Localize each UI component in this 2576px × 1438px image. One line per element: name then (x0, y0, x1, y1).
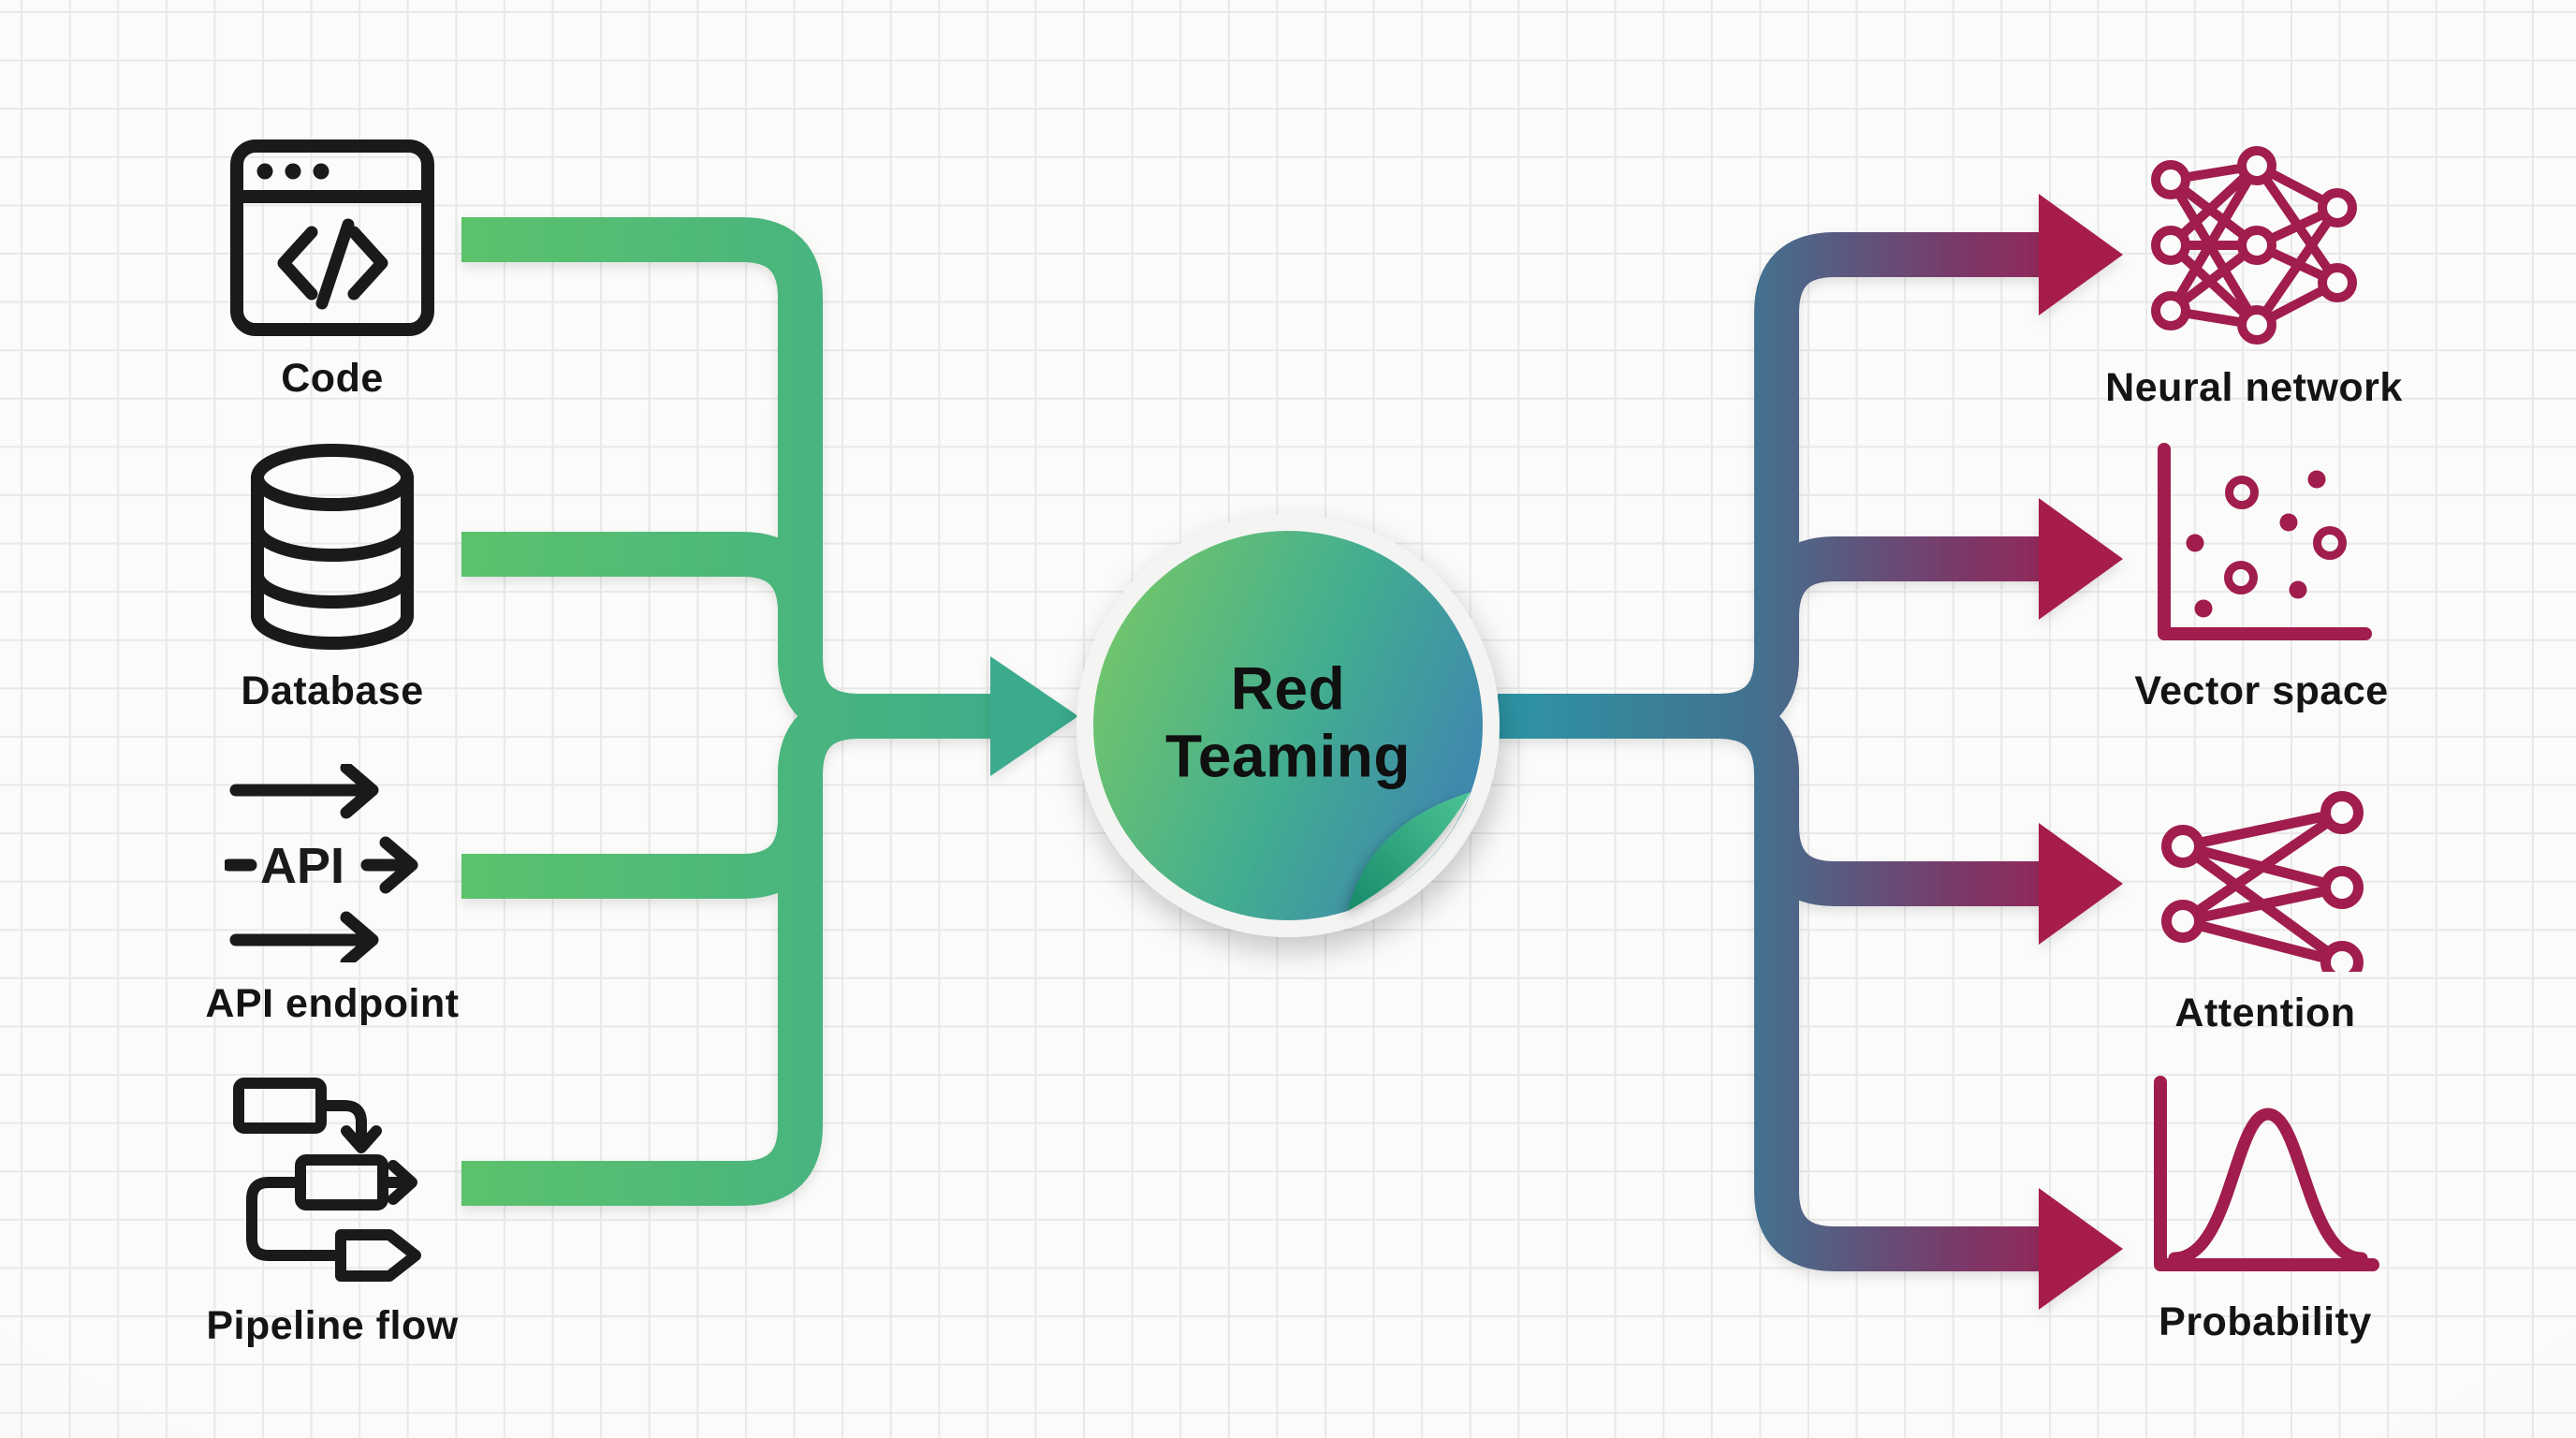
probability-icon (2154, 1076, 2379, 1271)
connector-database (461, 532, 860, 739)
input-label-pipeline: Pipeline flow (206, 1303, 459, 1348)
arrowhead-probability (2039, 1188, 2123, 1310)
database-icon (251, 444, 414, 650)
connector-probability (1498, 694, 2045, 1271)
connector-code (461, 217, 998, 739)
output-node-vector-space: Vector space (2074, 442, 2449, 714)
output-node-attention: Attention (2078, 788, 2452, 1036)
output-connectors (1498, 232, 2045, 1271)
input-node-pipeline: Pipeline flow (145, 1073, 520, 1349)
output-label-vector-space: Vector space (2134, 668, 2389, 713)
center-sticker (1076, 514, 1500, 937)
output-arrowheads (2039, 194, 2123, 1310)
code-window-icon (230, 139, 434, 336)
input-node-api: API API endpoint (145, 764, 520, 1027)
sticker-curl (1348, 792, 1471, 911)
output-label-probability: Probability (2159, 1299, 2372, 1344)
input-label-api: API endpoint (205, 981, 460, 1026)
connector-pipeline (461, 694, 860, 1206)
output-label-neural-network: Neural network (2105, 365, 2403, 410)
arrowhead-attention (2039, 823, 2123, 945)
input-label-database: Database (241, 668, 424, 713)
arrowhead-vector-space (2039, 498, 2123, 620)
neural-network-icon (2151, 146, 2357, 345)
center-title-line2: Teaming (1165, 722, 1411, 789)
input-arrowhead (990, 656, 1078, 776)
sticker-face (1093, 531, 1483, 920)
attention-icon (2161, 791, 2364, 972)
output-node-probability: Probability (2078, 1075, 2452, 1345)
center-title: Red Teaming (1073, 655, 1503, 789)
pipeline-flow-icon (232, 1078, 421, 1282)
arrowhead-neural-network (2039, 194, 2123, 315)
api-icon-text: API (260, 838, 344, 894)
input-label-code: Code (281, 356, 384, 401)
api-arrows-icon: API (225, 764, 418, 962)
connector-vector-space (1498, 536, 2045, 739)
input-node-database: Database (145, 438, 520, 714)
output-node-neural-network: Neural network (2067, 140, 2441, 411)
output-label-attention: Attention (2174, 990, 2356, 1035)
center-title-line1: Red (1230, 654, 1346, 723)
vector-space-icon (2157, 443, 2372, 640)
input-connectors (461, 217, 998, 1206)
input-node-code: Code (145, 139, 520, 402)
